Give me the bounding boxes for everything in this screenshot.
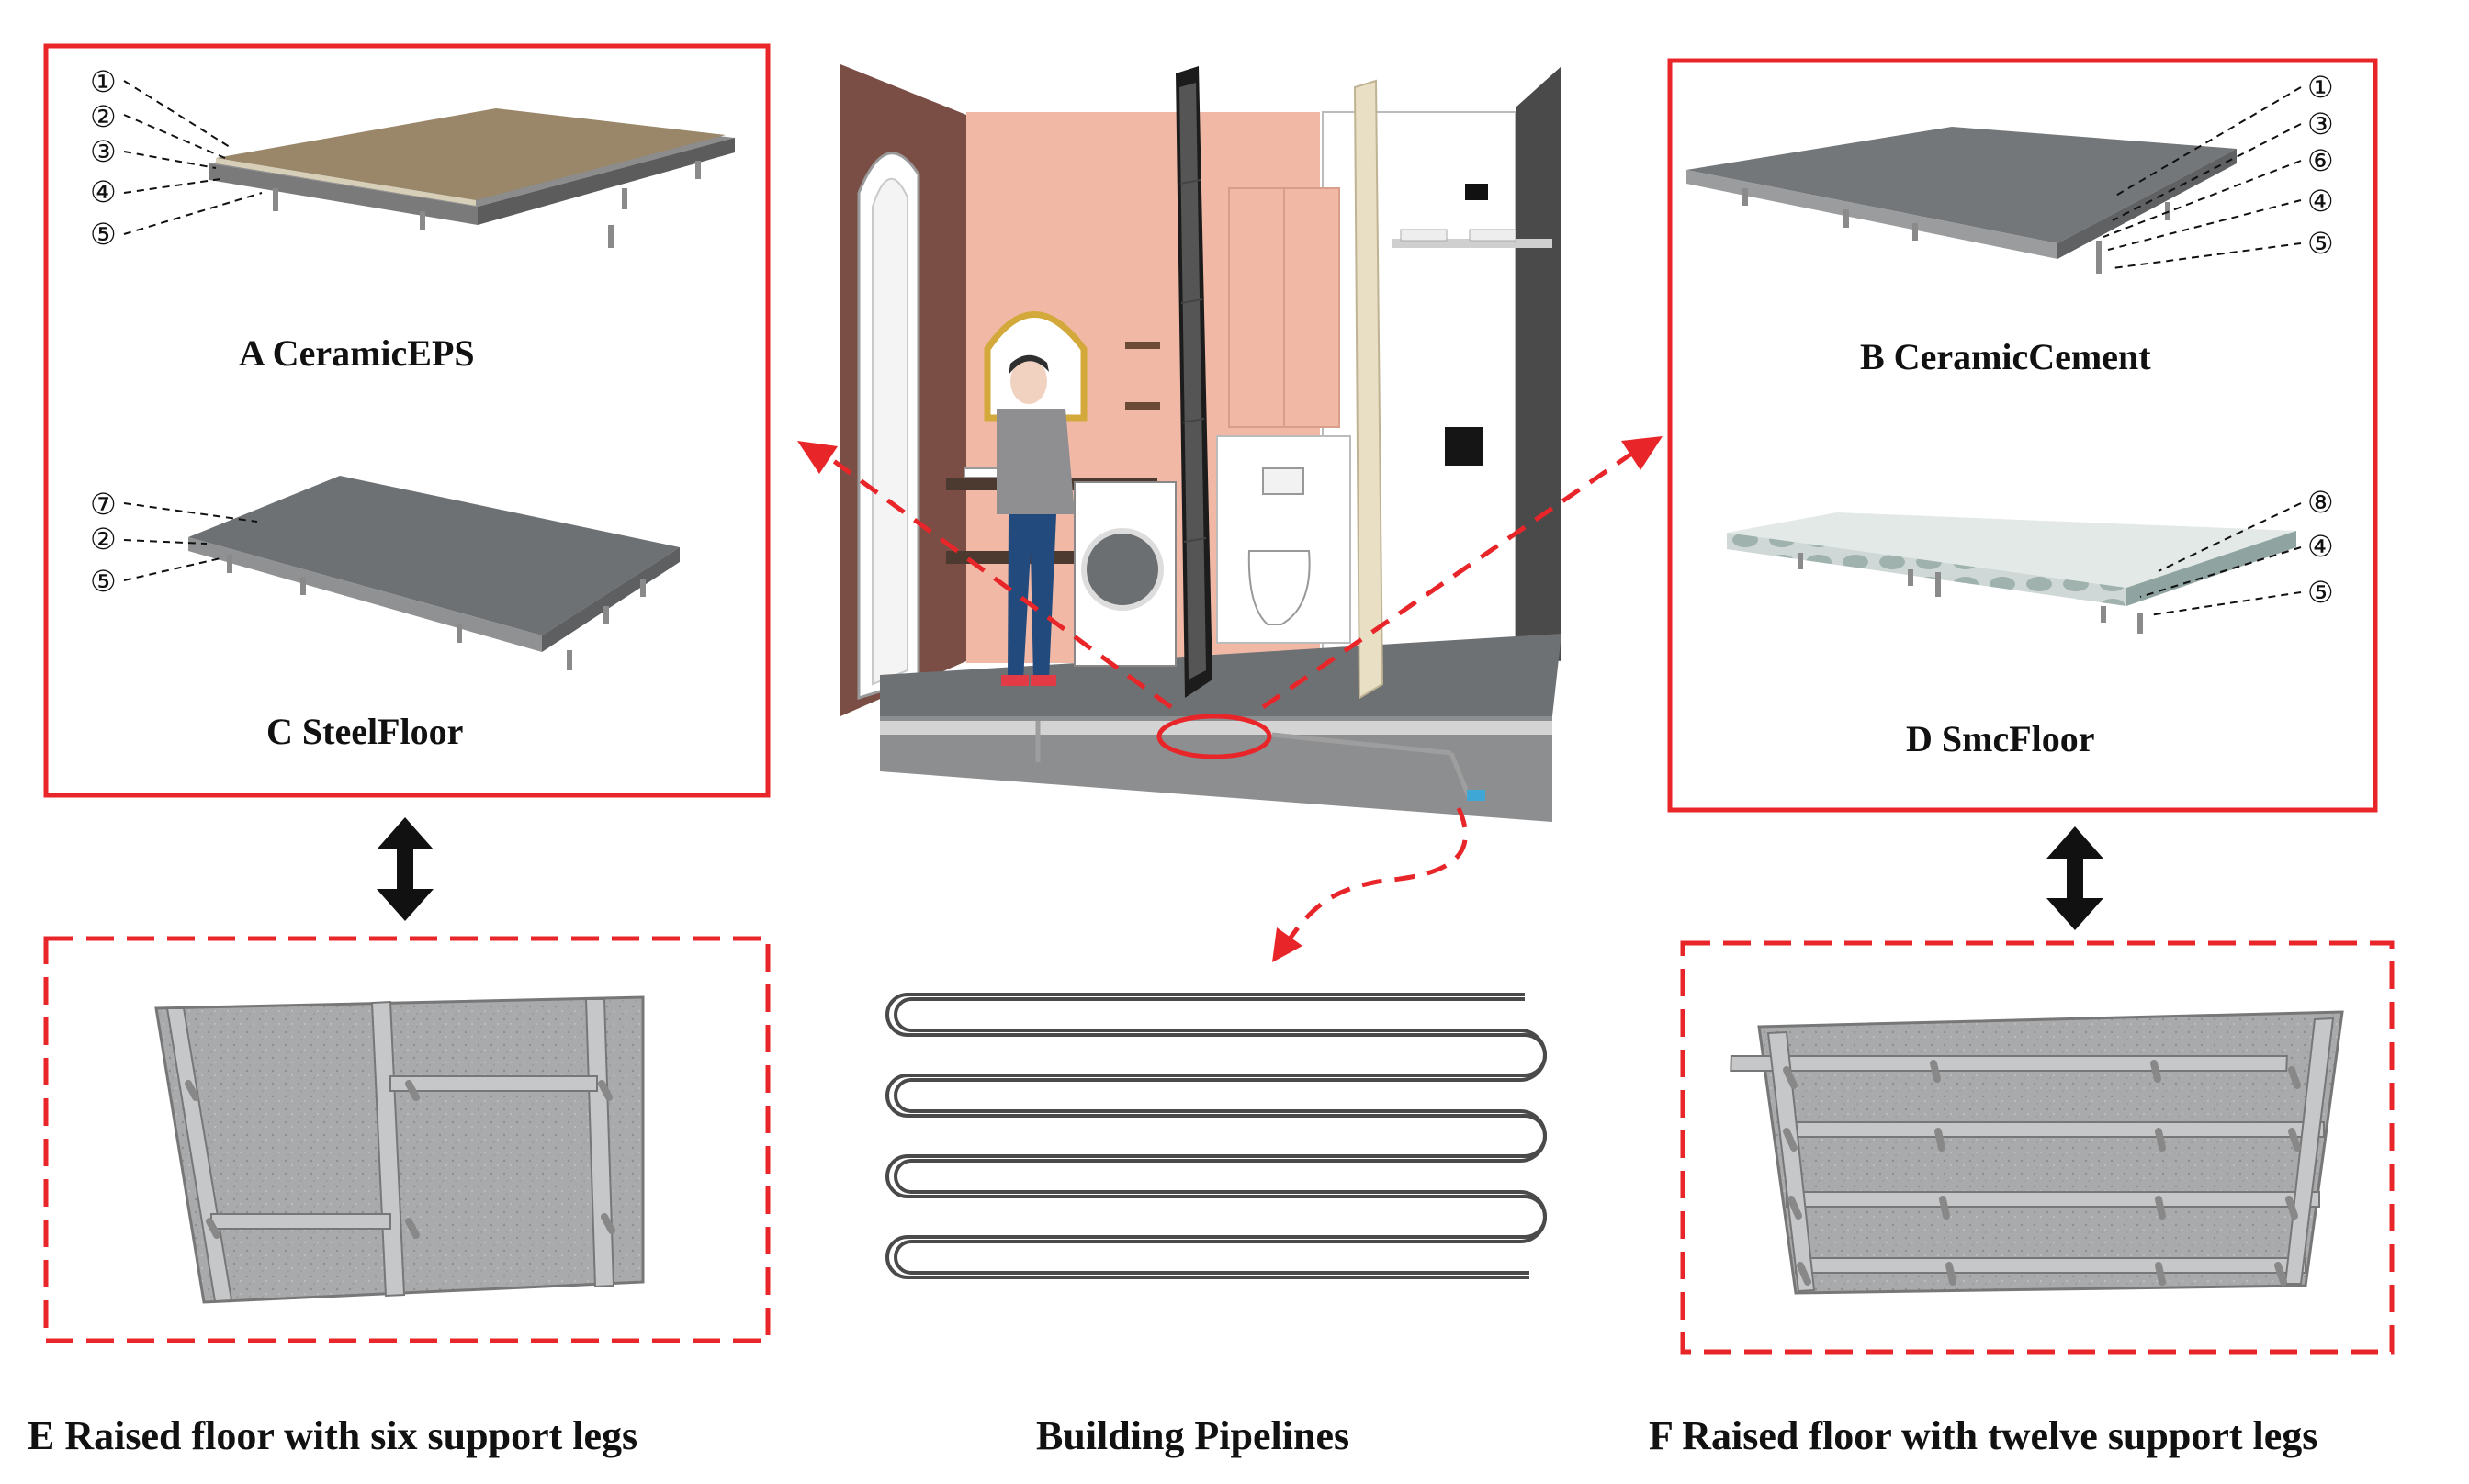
panel-f-frame: [1680, 940, 2395, 1355]
marker-b-3: ③: [2307, 107, 2334, 141]
caption-e: E Raised floor with six support legs: [28, 1413, 637, 1458]
panel-a-leaders: [123, 80, 263, 235]
panel-b-leaders: [2103, 86, 2302, 269]
marker-d-8: ⑧: [2307, 485, 2334, 520]
panel-c-title: C SteelFloor: [266, 711, 463, 752]
ceramic-eps-slab: [209, 108, 735, 248]
panel-b-d-frame: [1667, 58, 2378, 813]
arrow-head-right: [1621, 436, 1663, 470]
panel-c-leaders: [123, 502, 258, 581]
floor-highlight-ellipse: [1156, 714, 1272, 759]
panel-a-c-frame: [43, 43, 771, 798]
double-arrow-left: [377, 817, 434, 921]
marker-c-5: ⑤: [90, 564, 117, 599]
caption-pipelines: Building Pipelines: [1036, 1413, 1349, 1458]
marker-b-4: ④: [2307, 184, 2334, 219]
panel-d-title: D SmcFloor: [1906, 718, 2095, 759]
double-arrow-right: [2046, 826, 2103, 930]
ceramic-cement-slab: [1686, 127, 2237, 274]
marker-c-2: ②: [90, 522, 117, 556]
building-pipelines-coil: [885, 993, 1547, 1279]
caption-f: F Raised floor with twelve support legs: [1649, 1413, 2317, 1458]
smc-floor-slab: [1727, 512, 2296, 634]
person-figure: [997, 354, 1075, 686]
arrow-head-left: [797, 441, 838, 474]
raised-floor-twelve-legs: [1730, 1010, 2344, 1295]
marker-b-6: ⑥: [2307, 143, 2334, 178]
panel-b-title: B CeramicCement: [1860, 336, 2151, 377]
marker-b-1: ①: [2307, 70, 2334, 105]
marker-d-4: ④: [2307, 529, 2334, 564]
marker-b-5: ⑤: [2307, 226, 2334, 261]
panel-e-frame: [43, 936, 771, 1343]
marker-c-7: ⑦: [90, 487, 117, 522]
marker-a-5: ⑤: [90, 217, 117, 252]
raised-floor-six-legs: [154, 995, 645, 1304]
red-connector-arrows: [829, 452, 1632, 946]
panel-a-title: A CeramicEPS: [239, 332, 475, 374]
bathroom-module-illustration: [840, 64, 1561, 822]
panel-d-leaders: [2139, 502, 2302, 616]
marker-a-2: ②: [90, 99, 117, 134]
marker-a-4: ④: [90, 174, 117, 209]
marker-d-5: ⑤: [2307, 575, 2334, 610]
steel-floor-slab: [188, 476, 680, 670]
marker-a-3: ③: [90, 134, 117, 169]
marker-a-1: ①: [90, 64, 117, 99]
arrow-head-pipes: [1272, 928, 1302, 962]
